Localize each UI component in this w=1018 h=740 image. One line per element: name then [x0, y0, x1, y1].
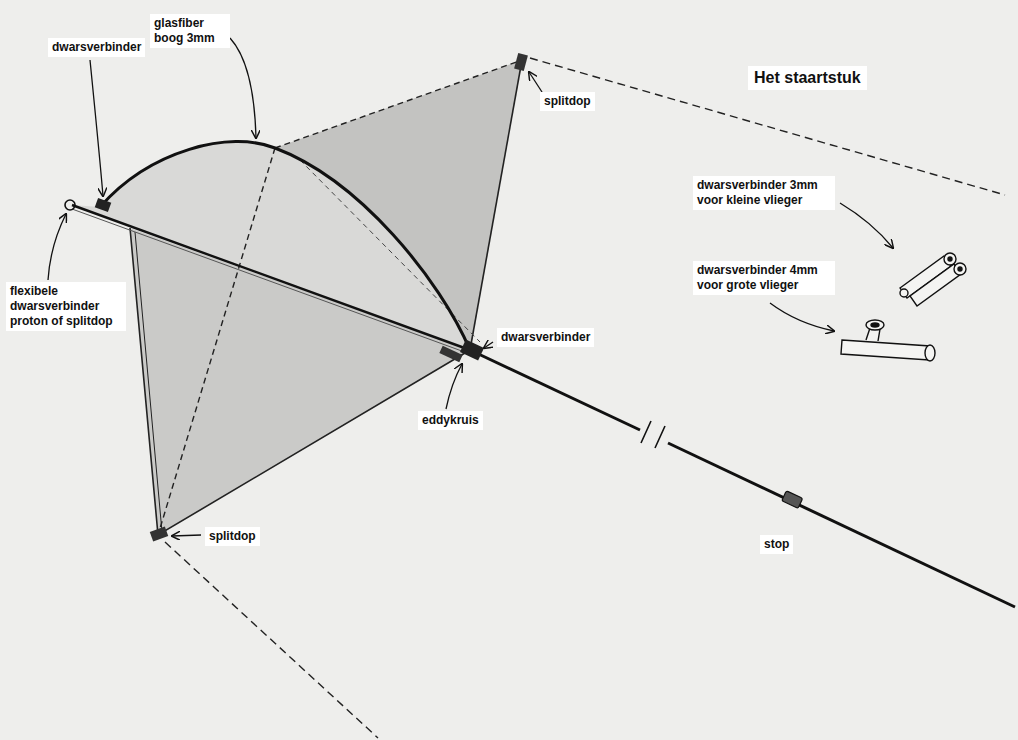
split-cap — [514, 53, 528, 71]
stop-part — [782, 491, 803, 509]
leader-arrow — [172, 535, 201, 536]
leader-arrow — [840, 203, 893, 248]
part-label: glasfiber boog 3mm — [150, 14, 230, 48]
sail-edge — [135, 232, 162, 532]
tail-line — [165, 542, 378, 738]
part-label: dwarsverbinder — [48, 38, 145, 57]
leader-arrow — [770, 303, 834, 331]
part-label: flexibele dwarsverbinder proton of split… — [6, 282, 126, 331]
leader-arrow — [230, 38, 256, 138]
part-label: dwarsverbinder 3mm voor kleine vlieger — [693, 176, 835, 210]
spar — [72, 205, 470, 350]
dashed-line — [275, 60, 522, 148]
part-label: dwarsverbinder 4mm voor grote vlieger — [693, 261, 835, 295]
part-label: stop — [760, 535, 793, 554]
connector-4mm-sketch — [841, 320, 935, 361]
connector-3mm-sketch — [900, 253, 966, 306]
tail-rod — [470, 350, 640, 430]
sail-bottom — [130, 228, 470, 535]
title: Het staartstuk — [748, 66, 867, 90]
leader-arrow — [529, 72, 542, 92]
leader-arrow — [48, 214, 66, 280]
leader-arrow — [446, 364, 462, 409]
tail-rod — [668, 443, 1015, 607]
cross-connector — [95, 198, 112, 212]
part-label: dwarsverbinder — [497, 328, 594, 347]
sail-edge — [130, 228, 470, 535]
sail-edge — [470, 60, 522, 350]
split-cap — [150, 527, 168, 542]
dashed-line — [158, 148, 275, 535]
tail-line — [530, 58, 1005, 195]
leader-arrow — [484, 342, 493, 348]
part-label: splitdop — [540, 92, 595, 111]
break-mark — [641, 421, 665, 448]
eddy-cross — [439, 346, 462, 363]
part-label: eddykruis — [418, 411, 483, 430]
part-label: splitdop — [205, 527, 260, 546]
leader-arrow — [90, 60, 103, 196]
hub-connector — [460, 339, 484, 360]
flex-connector — [65, 200, 75, 210]
fibreglass-bow — [100, 142, 470, 350]
spar — [72, 209, 470, 354]
